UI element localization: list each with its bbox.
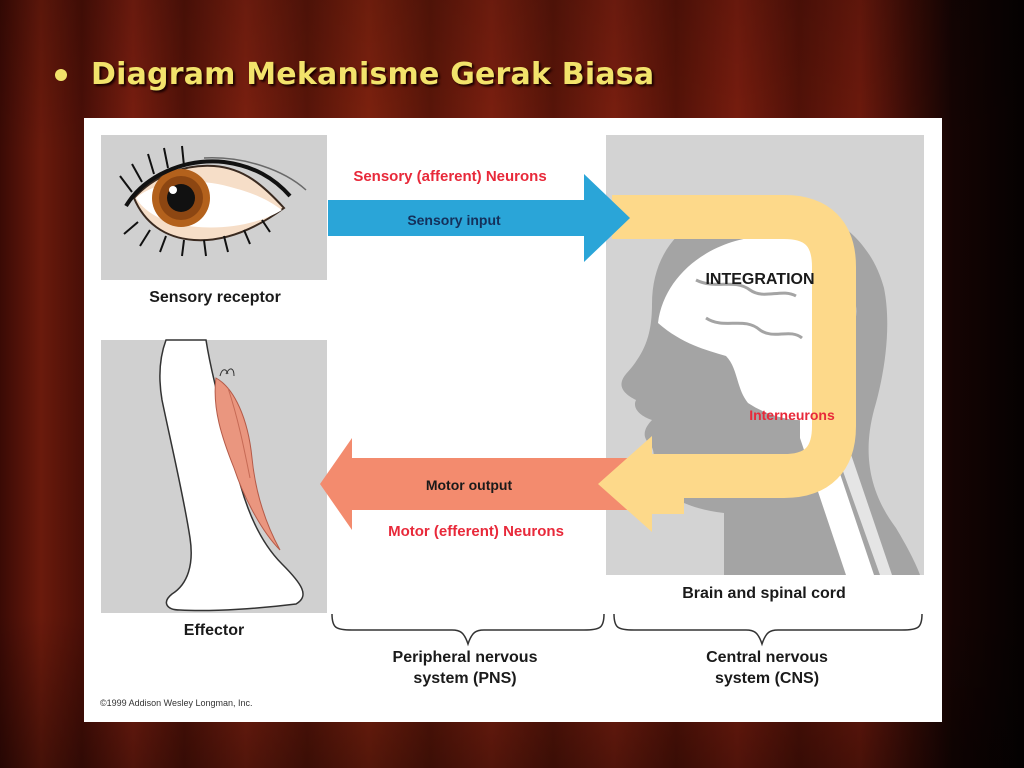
motor-output-arrow: [320, 438, 659, 530]
pns-label-line1: Peripheral nervous: [393, 649, 538, 666]
eye-icon: [119, 145, 307, 257]
leg-icon: [159, 339, 304, 612]
sensory-input-label: Sensory input: [407, 212, 501, 228]
cns-label-line2: system (CNS): [715, 670, 819, 687]
motor-output-label: Motor output: [426, 477, 513, 493]
bullet-icon: [55, 69, 67, 81]
pns-label-line2: system (PNS): [413, 670, 516, 687]
interneurons-label: Interneurons: [749, 407, 835, 423]
integration-label: INTEGRATION: [705, 271, 814, 288]
integration-pathway: [612, 195, 856, 498]
sensory-input-arrow: [328, 174, 630, 262]
pns-bracket: [331, 613, 605, 647]
motor-neurons-label: Motor (efferent) Neurons: [388, 523, 564, 540]
effector-label: Effector: [184, 622, 244, 639]
copyright-label: ©1999 Addison Wesley Longman, Inc.: [100, 698, 253, 708]
integration-arrowhead: [598, 436, 684, 532]
sensory-neurons-label: Sensory (afferent) Neurons: [353, 168, 546, 185]
cns-bracket: [613, 613, 923, 647]
title-row: Diagram Mekanisme Gerak Biasa: [55, 52, 654, 96]
cns-label-line1: Central nervous: [706, 649, 828, 666]
brain-spinal-label: Brain and spinal cord: [682, 585, 846, 602]
sensory-receptor-label: Sensory receptor: [149, 289, 281, 306]
diagram-panel: Sensory (afferent) Neurons Sensory input…: [84, 118, 942, 722]
slide-title: Diagram Mekanisme Gerak Biasa: [91, 56, 655, 92]
nervous-system-diagram: Sensory (afferent) Neurons Sensory input…: [100, 135, 924, 708]
